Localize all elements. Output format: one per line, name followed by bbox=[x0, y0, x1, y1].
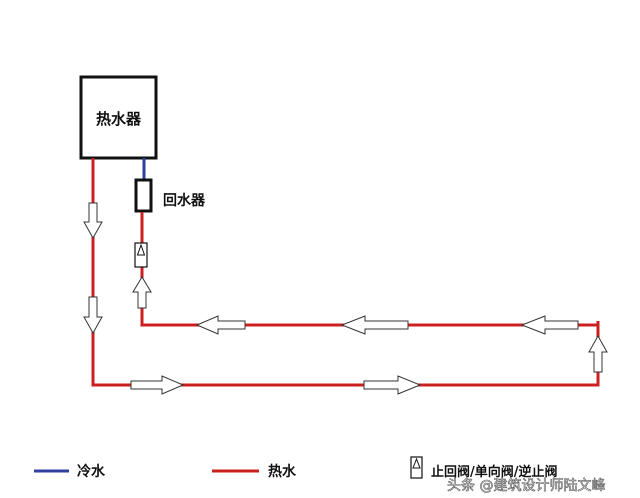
water-heater-box bbox=[79, 75, 158, 160]
legend-cold-water-label: 冷水 bbox=[77, 463, 106, 480]
flow-arrow-down-icon bbox=[83, 296, 103, 335]
legend-valve-triangle bbox=[412, 457, 421, 469]
check-valve-triangle bbox=[136, 243, 146, 256]
hot-water-return-pipe bbox=[140, 212, 600, 327]
return-device-label: 回水器 bbox=[163, 192, 206, 209]
flow-arrow-left-icon bbox=[520, 315, 579, 335]
flow-arrow-right-icon bbox=[363, 375, 422, 395]
flow-arrow-left-icon bbox=[340, 315, 409, 335]
water-heater-label: 热水器 bbox=[96, 110, 142, 128]
watermark-text: 头条 @建筑设计师陆文峰 bbox=[447, 477, 605, 494]
flow-arrow-left-icon bbox=[195, 315, 246, 335]
flow-arrow-up-icon bbox=[132, 276, 152, 309]
flow-arrow-right-icon bbox=[130, 375, 185, 395]
flow-arrow-down-icon bbox=[83, 202, 103, 240]
flow-arrow-up-icon bbox=[588, 334, 608, 373]
legend-valve-label: 止回阀/单向阀/逆止阀 bbox=[431, 464, 558, 480]
legend-hot-water-label: 热水 bbox=[268, 463, 297, 480]
return-device-box bbox=[134, 178, 153, 213]
